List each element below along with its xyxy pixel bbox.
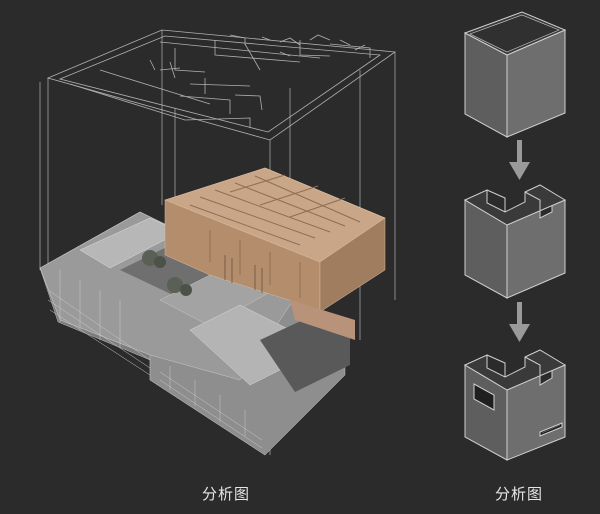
caption-box-sequence: 分析图 [495,485,544,503]
plain-box [463,11,567,138]
box-with-openings [463,349,567,461]
wood-partitions [189,174,361,298]
ground-floor-mass [39,211,350,456]
box-sequence [463,11,567,461]
facade-louvres [47,270,263,449]
planters [142,250,192,296]
caption-axonometric: 分析图 [202,485,251,503]
arrow-down-icon [509,302,530,342]
notched-box [463,184,567,299]
upper-floor-wood-mass [164,167,386,340]
floor-slot [539,422,563,437]
wood-windows [224,255,263,293]
arrow-down-icon [509,140,530,180]
exploded-axonometric [39,29,397,455]
plan-linework [46,29,397,141]
side-window [473,383,495,411]
